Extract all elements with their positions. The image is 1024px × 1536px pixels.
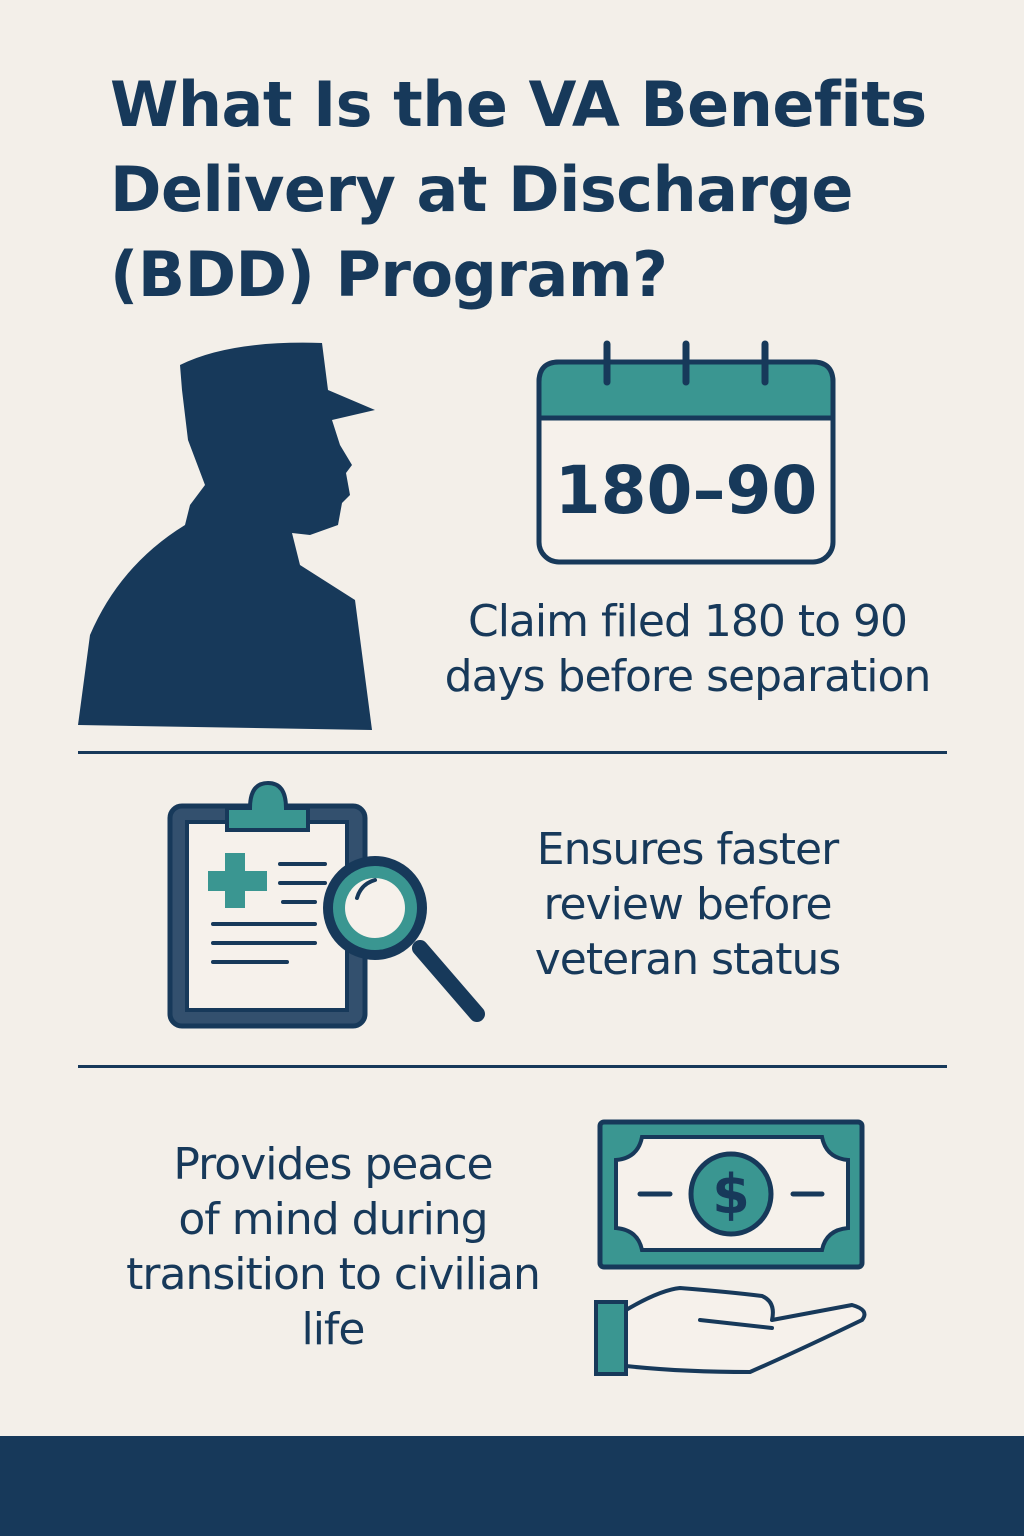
text-line: review before xyxy=(543,879,832,930)
title-line: What Is the VA Benefits xyxy=(110,68,927,141)
clipboard-magnifier-icon xyxy=(167,780,485,1029)
title-line: (BDD) Program? xyxy=(110,238,668,311)
section3-text: Provides peace of mind during transition… xyxy=(100,1137,566,1357)
text-line: of mind during xyxy=(178,1194,488,1245)
dollar-sign: $ xyxy=(712,1163,750,1226)
footer-bar xyxy=(0,1436,1024,1536)
section1-text: Claim filed 180 to 90 days before separa… xyxy=(430,594,945,704)
text-line: days before separation xyxy=(444,651,932,702)
calendar-icon: 180–90 xyxy=(536,340,836,565)
text-line: transition to civilian xyxy=(126,1249,541,1300)
text-line: Claim filed 180 to 90 xyxy=(467,596,908,647)
divider xyxy=(78,1065,947,1068)
divider xyxy=(78,751,947,754)
section2-text: Ensures faster review before veteran sta… xyxy=(480,822,895,987)
text-line: Provides peace xyxy=(173,1139,493,1190)
money-hand-icon: $ xyxy=(594,1119,867,1376)
title-line: Delivery at Discharge xyxy=(110,153,853,226)
text-line: Ensures faster xyxy=(536,824,839,875)
text-line: life xyxy=(301,1304,365,1355)
soldier-silhouette-icon xyxy=(78,342,375,730)
page-title: What Is the VA Benefits Delivery at Disc… xyxy=(110,62,970,317)
calendar-range-text: 180–90 xyxy=(555,452,818,529)
text-line: veteran status xyxy=(534,934,842,985)
